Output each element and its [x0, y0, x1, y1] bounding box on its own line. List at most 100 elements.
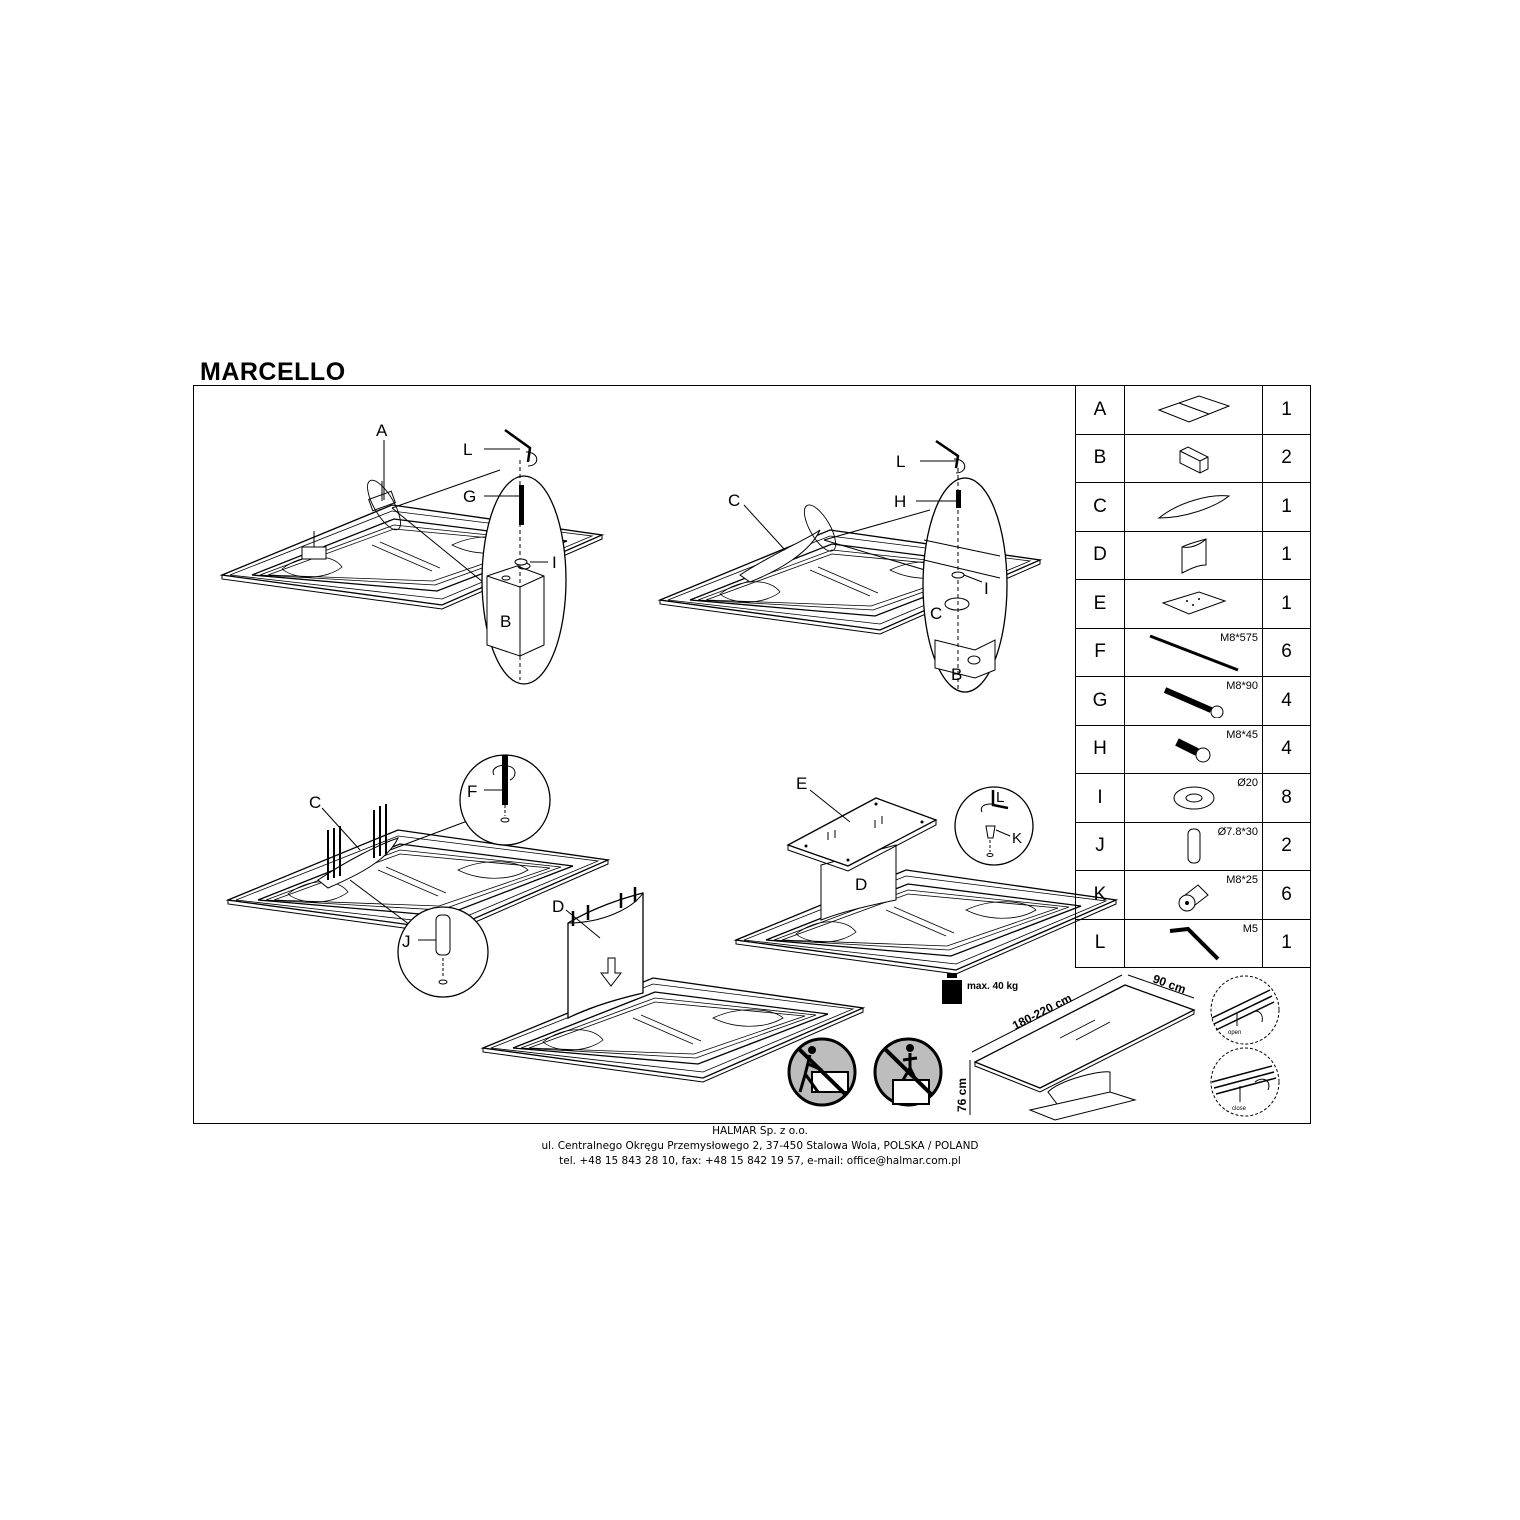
open-mechanism-detail: [1210, 975, 1280, 1045]
part-image: M8*45: [1124, 724, 1263, 774]
part-letter: I: [1075, 773, 1125, 823]
label-f: F: [467, 782, 477, 801]
label-k: K: [1012, 830, 1022, 847]
label-c2: C: [930, 604, 942, 623]
part-quantity: 4: [1262, 724, 1311, 774]
label-d: D: [552, 897, 564, 916]
part-image: M8*575: [1124, 627, 1263, 677]
part-image: M5: [1124, 918, 1263, 968]
close-mechanism-detail: [1210, 1047, 1280, 1117]
part-quantity: 1: [1262, 482, 1311, 532]
label-e: E: [796, 774, 807, 793]
label-a: A: [376, 421, 388, 440]
part-spec: M8*45: [1226, 728, 1258, 741]
part-quantity: 2: [1262, 821, 1311, 871]
step-1-detail: [481, 428, 567, 685]
part-image: Ø7.8*30: [1124, 821, 1263, 871]
part-spec: M8*25: [1226, 874, 1258, 886]
label-g: G: [463, 487, 476, 506]
part-row: H M8*45 4: [1075, 724, 1311, 774]
part-quantity: 8: [1262, 773, 1311, 823]
label-c: C: [728, 491, 740, 510]
part-image: [1124, 482, 1263, 532]
part-image: [1124, 385, 1263, 435]
part-letter: E: [1075, 579, 1125, 629]
instruction-frame: [193, 385, 1311, 1124]
allen-key-icon: [1125, 923, 1262, 963]
step-1-diagram: [221, 479, 603, 610]
open-label: open: [1228, 1030, 1241, 1036]
part-row: L M5 1: [1075, 918, 1311, 968]
label-b: B: [500, 612, 511, 631]
company-name: HALMAR Sp. z o.o.: [712, 1125, 808, 1137]
step-4-diagram: [482, 887, 864, 1083]
part-quantity: 1: [1262, 918, 1311, 968]
part-row: I Ø20 8: [1075, 773, 1311, 823]
label-l: L: [463, 440, 472, 459]
max-load-label: max. 40 kg: [967, 981, 1018, 992]
label-i2: I: [984, 579, 989, 598]
part-image: [1124, 433, 1263, 483]
dimensions-drawing: [969, 974, 1196, 1121]
no-standing-on-table-icon: [873, 1037, 943, 1107]
dowel-icon: [1125, 826, 1262, 866]
label-l3: L: [996, 789, 1004, 806]
label-l2: L: [896, 452, 905, 471]
part-letter: C: [1075, 482, 1125, 532]
page-title: MARCELLO: [200, 358, 346, 386]
label-h: H: [894, 492, 906, 511]
barrel-nut-icon: [1125, 875, 1262, 915]
part-quantity: 1: [1262, 579, 1311, 629]
footer: HALMAR Sp. z o.o. ul. Centralnego Okręgu…: [0, 1124, 1520, 1169]
part-letter: L: [1075, 918, 1125, 968]
company-address: ul. Centralnego Okręgu Przemysłowego 2, …: [541, 1140, 979, 1152]
part-letter: D: [1075, 530, 1125, 580]
base-plate-icon: [1125, 589, 1262, 619]
curved-leg-icon: [1125, 535, 1262, 575]
part-quantity: 6: [1262, 627, 1311, 677]
part-letter: A: [1075, 385, 1125, 435]
height-label: 76 cm: [955, 1078, 969, 1112]
oval-plate-icon: [1125, 490, 1262, 524]
part-quantity: 1: [1262, 385, 1311, 435]
tabletop-icon: [1125, 393, 1262, 427]
part-letter: J: [1075, 821, 1125, 871]
step-3-detail-f: [459, 754, 551, 846]
width-label: 90 cm: [1151, 972, 1188, 997]
step-3-diagram: [227, 804, 609, 935]
part-quantity: 6: [1262, 870, 1311, 920]
part-spec: M8*90: [1226, 680, 1258, 692]
label-b2: B: [951, 665, 962, 684]
part-spec: Ø7.8*30: [1217, 825, 1258, 838]
company-contact: tel. +48 15 843 28 10, fax: +48 15 842 1…: [559, 1155, 961, 1167]
step-5-detail-k: [954, 786, 1034, 866]
part-letter: H: [1075, 724, 1125, 774]
short-bolt-icon: [1125, 732, 1262, 766]
part-letter: B: [1075, 433, 1125, 483]
part-quantity: 2: [1262, 433, 1311, 483]
label-c3: C: [309, 793, 321, 812]
part-letter: G: [1075, 676, 1125, 726]
part-quantity: 1: [1262, 530, 1311, 580]
label-j: J: [402, 932, 411, 951]
washer-icon: [1125, 783, 1262, 813]
weight-icon: [942, 973, 962, 1004]
part-spec: Ø20: [1237, 777, 1258, 789]
part-image: [1124, 530, 1263, 580]
step-3-detail-j: [397, 906, 489, 998]
part-spec: M5: [1242, 922, 1258, 935]
step-2-detail: [922, 439, 1008, 693]
close-label: close: [1232, 1106, 1247, 1112]
part-letter: F: [1075, 627, 1125, 677]
label-d2: D: [855, 875, 867, 894]
block-icon: [1125, 441, 1262, 475]
threaded-rod-icon: [1125, 632, 1262, 672]
